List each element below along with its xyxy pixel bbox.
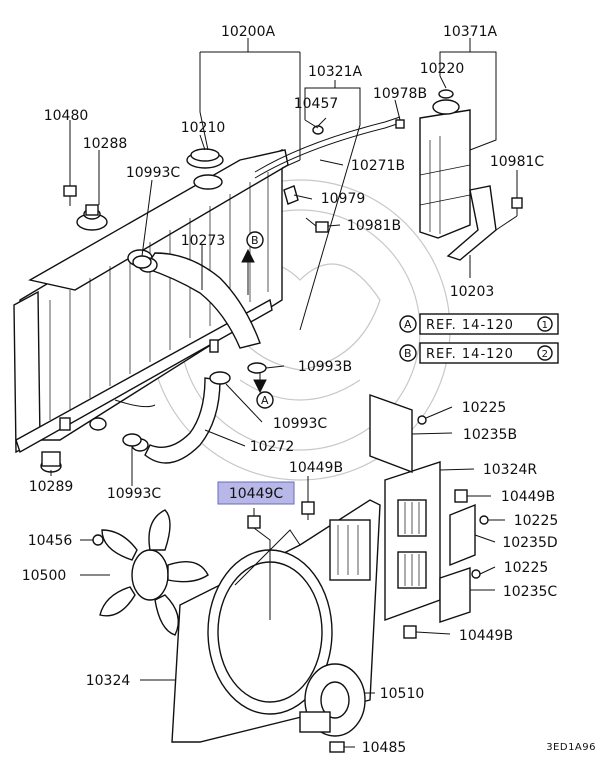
label-10273[interactable]: 10273 bbox=[181, 233, 226, 249]
lower-bushing[interactable] bbox=[40, 451, 62, 473]
reference-A-text: REF. 14-120 bbox=[426, 318, 514, 333]
reference-B[interactable]: B REF. 14-120 2 bbox=[399, 342, 559, 364]
label-10480[interactable]: 10480 bbox=[44, 108, 89, 124]
clamp-10457[interactable] bbox=[312, 117, 327, 135]
label-10321A[interactable]: 10321A bbox=[308, 64, 363, 80]
hose-clamp-10993B[interactable] bbox=[247, 362, 267, 374]
bolt-10485[interactable] bbox=[329, 741, 345, 753]
reservoir-bracket[interactable] bbox=[446, 185, 497, 261]
label-10456[interactable]: 10456 bbox=[28, 533, 73, 549]
label-10203[interactable]: 10203 bbox=[450, 284, 495, 300]
label-10993B[interactable]: 10993B bbox=[298, 359, 352, 375]
bolt-10981B[interactable] bbox=[305, 217, 329, 233]
label-10220[interactable]: 10220 bbox=[420, 61, 465, 77]
reference-B-page: 2 bbox=[542, 349, 549, 360]
reference-A-page: 1 bbox=[542, 320, 549, 331]
radiator-cap[interactable] bbox=[186, 148, 224, 169]
label-10979[interactable]: 10979 bbox=[321, 191, 366, 207]
label-10371A[interactable]: 10371A bbox=[443, 24, 498, 40]
label-10993C-mid[interactable]: 10993C bbox=[273, 416, 328, 432]
label-10288[interactable]: 10288 bbox=[83, 136, 128, 152]
bolt-10449C[interactable] bbox=[247, 515, 261, 529]
diagram-code: 3ED1A96 bbox=[546, 742, 596, 753]
seal-10235B[interactable] bbox=[369, 394, 413, 474]
arrow-A-label: A bbox=[261, 394, 269, 407]
bolt-10449B-c[interactable] bbox=[403, 625, 417, 639]
label-10324[interactable]: 10324 bbox=[86, 673, 131, 689]
reservoir-cap[interactable] bbox=[432, 89, 460, 115]
bolt-10449B-b[interactable] bbox=[454, 489, 468, 503]
label-10235C[interactable]: 10235C bbox=[503, 584, 558, 600]
label-10510[interactable]: 10510 bbox=[380, 686, 425, 702]
hose-clamp-low[interactable] bbox=[122, 433, 142, 447]
seal-10235D[interactable] bbox=[449, 503, 476, 567]
reference-B-marker: B bbox=[404, 347, 412, 360]
label-10272[interactable]: 10272 bbox=[250, 439, 295, 455]
label-10981B[interactable]: 10981B bbox=[347, 218, 401, 234]
hose-clamp-mid[interactable] bbox=[209, 371, 231, 385]
nut-10456[interactable] bbox=[92, 534, 104, 546]
reservoir-tank[interactable] bbox=[419, 109, 471, 239]
reference-A-marker: A bbox=[404, 318, 412, 331]
label-10457[interactable]: 10457 bbox=[294, 96, 339, 112]
seal-10235C[interactable] bbox=[439, 567, 471, 623]
label-10993C-top[interactable]: 10993C bbox=[126, 165, 181, 181]
lower-hose[interactable] bbox=[131, 377, 221, 464]
label-10324R[interactable]: 10324R bbox=[483, 462, 538, 478]
arrow-B-label: B bbox=[251, 234, 259, 247]
label-10289[interactable]: 10289 bbox=[29, 479, 74, 495]
clip-10225-a[interactable] bbox=[417, 415, 427, 425]
arrow-B-marker: B bbox=[241, 231, 264, 295]
label-10235B[interactable]: 10235B bbox=[463, 427, 517, 443]
bolt-10449B-a[interactable] bbox=[301, 501, 315, 520]
overflow-tube[interactable] bbox=[254, 116, 401, 179]
label-10449B-a[interactable]: 10449B bbox=[289, 460, 343, 476]
clip-10978B[interactable] bbox=[395, 119, 405, 129]
label-10981C[interactable]: 10981C bbox=[490, 154, 545, 170]
clip-10225-c[interactable] bbox=[471, 569, 481, 579]
label-10978B[interactable]: 10978B bbox=[373, 86, 427, 102]
part-labels: 10200A 10371A 10321A 10220 10457 10978B … bbox=[22, 24, 559, 756]
label-10210[interactable]: 10210 bbox=[181, 120, 226, 136]
bolt-10981C[interactable] bbox=[511, 197, 523, 216]
radiator-assembly[interactable] bbox=[13, 148, 289, 454]
label-10993C-low[interactable]: 10993C bbox=[107, 486, 162, 502]
reference-B-text: REF. 14-120 bbox=[426, 347, 514, 362]
cooling-fan[interactable] bbox=[99, 509, 209, 636]
label-10225-c[interactable]: 10225 bbox=[504, 560, 549, 576]
label-10449B-b[interactable]: 10449B bbox=[501, 489, 555, 505]
hose-clamp-top[interactable] bbox=[132, 255, 152, 269]
reference-A[interactable]: A REF. 14-120 1 bbox=[399, 313, 559, 335]
label-10225-b[interactable]: 10225 bbox=[514, 513, 559, 529]
label-10225-a[interactable]: 10225 bbox=[462, 400, 507, 416]
radiator-mount-bushing[interactable] bbox=[76, 204, 108, 231]
label-10500[interactable]: 10500 bbox=[22, 568, 67, 584]
shroud-panel-right[interactable] bbox=[384, 461, 441, 621]
fan-motor[interactable] bbox=[299, 663, 366, 737]
label-10485[interactable]: 10485 bbox=[362, 740, 407, 756]
bolt-10480[interactable] bbox=[63, 185, 77, 206]
clip-10225-b[interactable] bbox=[479, 515, 489, 525]
label-10200A[interactable]: 10200A bbox=[221, 24, 276, 40]
label-10235D[interactable]: 10235D bbox=[502, 535, 557, 551]
highlight-box bbox=[217, 481, 295, 505]
arrow-A-marker: A bbox=[253, 372, 274, 409]
label-10449B-c[interactable]: 10449B bbox=[459, 628, 513, 644]
label-10271B[interactable]: 10271B bbox=[351, 158, 405, 174]
bracket-10979[interactable] bbox=[283, 185, 299, 205]
label-10449C[interactable]: 10449C bbox=[229, 486, 284, 502]
leader-lines bbox=[50, 38, 518, 748]
